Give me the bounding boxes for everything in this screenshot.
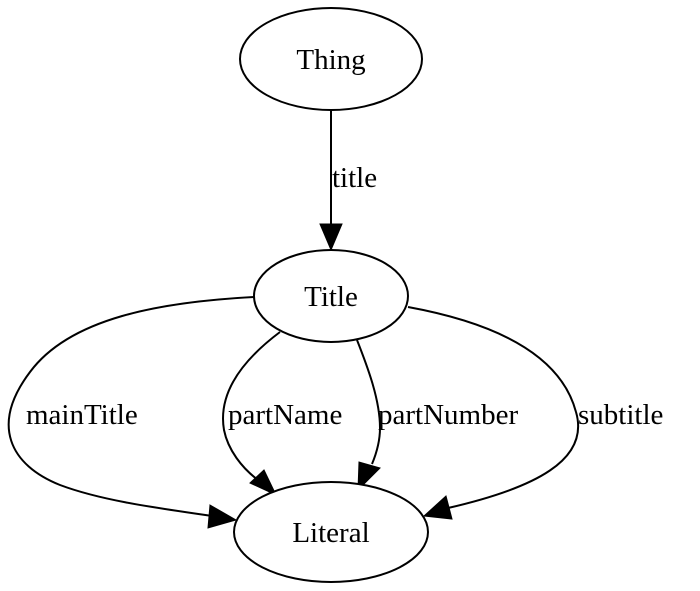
- node-literal-ellipse: [233, 481, 429, 583]
- node-thing: Thing: [239, 7, 423, 111]
- edge-subtitle-arrowhead: [422, 495, 453, 520]
- edge-partnumber-line: [356, 339, 382, 465]
- edge-subtitle: subtitle: [407, 306, 663, 520]
- edge-maintitle-line: [7, 296, 255, 517]
- edge-title-arrowhead: [319, 223, 343, 252]
- node-literal: Literal: [233, 481, 429, 583]
- edge-subtitle-line: [407, 306, 580, 509]
- edge-partnumber: partNumber: [356, 339, 518, 492]
- edge-partname: partName: [222, 331, 342, 497]
- edge-partname-label: partName: [228, 399, 342, 431]
- edge-title: title: [319, 110, 377, 252]
- edge-subtitle-label: subtitle: [578, 399, 663, 431]
- node-thing-label: Thing: [296, 44, 365, 76]
- edge-title-label: title: [332, 162, 377, 194]
- node-title-ellipse: [253, 249, 409, 343]
- edge-partnumber-label: partNumber: [378, 399, 518, 431]
- edge-maintitle: mainTitle: [7, 296, 255, 529]
- node-title-label: Title: [304, 281, 358, 313]
- node-title: Title: [253, 249, 409, 343]
- edge-partname-line: [222, 331, 281, 481]
- node-thing-ellipse: [239, 7, 423, 111]
- edge-partname-arrowhead: [249, 469, 278, 497]
- edge-maintitle-label: mainTitle: [26, 399, 138, 431]
- node-literal-label: Literal: [292, 517, 369, 549]
- edge-maintitle-arrowhead: [207, 504, 238, 529]
- edge-partnumber-arrowhead: [357, 461, 381, 492]
